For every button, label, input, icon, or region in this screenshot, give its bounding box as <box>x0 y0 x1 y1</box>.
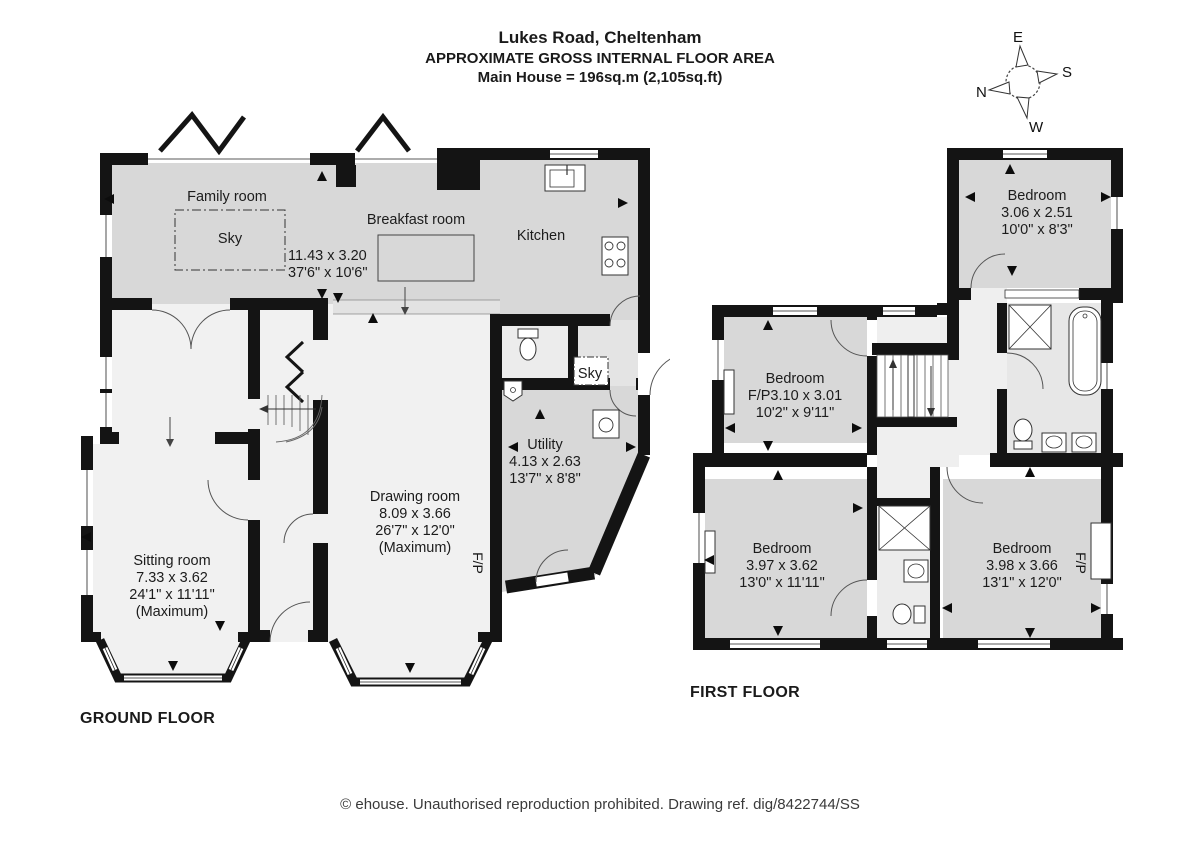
compass-needle-west <box>1016 96 1030 120</box>
basin-icon-bathroom <box>1041 432 1097 453</box>
hob-icon <box>601 236 629 276</box>
first-floor-walls <box>693 148 1123 650</box>
washing-machine-icon <box>592 409 620 439</box>
room-label-kitchen: Kitchen <box>516 228 566 244</box>
compass-needle-east <box>1015 44 1029 68</box>
utility-door-gap <box>535 572 569 587</box>
opening-arrowhead <box>166 439 174 447</box>
compass-needle-south <box>1036 70 1059 84</box>
first-floor-window-markers <box>704 164 1111 638</box>
stairs-icon-first <box>876 354 949 418</box>
compass-icon <box>987 44 1059 120</box>
room-label-family: Family room <box>187 189 267 205</box>
first-floor-plan <box>693 148 1123 650</box>
wardrobe-icon <box>1004 289 1080 299</box>
opening-arrows <box>169 287 406 442</box>
open-plan-dimensions: 11.43 x 3.20 37'6" x 10'6" <box>288 248 368 281</box>
stairs-direction-arrow <box>259 405 268 413</box>
room-label-breakfast: Breakfast room <box>366 212 466 228</box>
fireplace-icon <box>704 369 1112 580</box>
toilet-icon-bathroom <box>1013 418 1033 450</box>
compass-north-label: N <box>976 84 987 101</box>
room-label-bedroom4: Bedroom 3.98 x 3.66 13'1" x 12'0" <box>982 541 1062 591</box>
roof-gable-icon <box>158 111 411 156</box>
first-floor-title: FIRST FLOOR <box>690 684 800 701</box>
compass-needle-north <box>987 81 1011 95</box>
compass-west-label: W <box>1029 119 1044 136</box>
page-subtitle: APPROXIMATE GROSS INTERNAL FLOOR AREA <box>425 50 775 67</box>
room-label-bedroom3: Bedroom 3.97 x 3.62 13'0" x 11'11" <box>739 541 825 591</box>
basin-icon <box>503 380 523 402</box>
shower-icon-ensuite <box>878 505 931 551</box>
skylight-label-lobby: Sky <box>577 366 603 382</box>
copyright-text: © ehouse. Unauthorised reproduction proh… <box>340 796 860 813</box>
stairs-icon <box>266 394 323 443</box>
fireplace-label-bedroom2: F/P <box>747 388 771 404</box>
bay-window-icon <box>95 637 493 687</box>
skylight-label-family: Sky <box>217 231 243 247</box>
bath-icon <box>1068 306 1102 396</box>
toilet-icon <box>517 328 539 361</box>
ground-floor-title: GROUND FLOOR <box>80 710 216 727</box>
breakfast-table <box>377 234 475 282</box>
sink-icon <box>544 164 586 192</box>
room-label-drawing: Drawing room 8.09 x 3.66 26'7" x 12'0" (… <box>369 489 461 556</box>
opening-arrowhead <box>401 307 409 315</box>
shower-icon <box>1008 304 1052 350</box>
ground-floor-plan <box>81 111 670 687</box>
skylight-lobby-outline <box>573 356 609 386</box>
ground-floor-windows <box>81 150 650 595</box>
room-label-bedroom1: Bedroom 3.06 x 2.51 10'0" x 8'3" <box>1001 188 1073 238</box>
compass-south-label: S <box>1062 64 1073 81</box>
double-door-icon <box>284 340 305 404</box>
basin-icon-ensuite <box>903 559 929 583</box>
first-floor-windows <box>693 150 1123 648</box>
room-label-sitting: Sitting room 7.33 x 3.62 24'1" x 11'11" … <box>129 553 215 620</box>
room-label-utility: Utility 4.13 x 2.63 13'7" x 8'8" <box>509 437 581 487</box>
compass-east-label: E <box>1013 29 1024 46</box>
floor-area-text: Main House = 196sq.m (2,105sq.ft) <box>477 69 723 86</box>
first-floor-door-arcs <box>830 253 1044 617</box>
toilet-icon-ensuite <box>892 603 926 625</box>
skylight-outline <box>174 209 286 271</box>
door-swing-arcs <box>151 295 670 643</box>
fireplace-label-bedroom4: F/P <box>1073 552 1089 574</box>
window-markers <box>81 171 636 673</box>
page-title: Lukes Road, Cheltenham <box>498 28 702 47</box>
fireplace-label-drawing: F/P <box>470 552 486 574</box>
